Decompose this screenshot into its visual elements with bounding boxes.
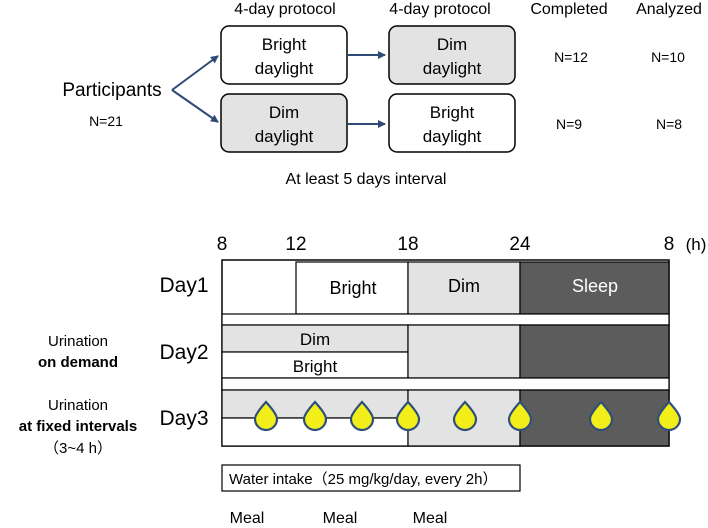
group-b-completed: N=9 [556,116,582,132]
group-a-first-line1: Bright [262,35,307,54]
day2-dim-label: Dim [300,330,330,349]
day2-sleep-block [519,324,670,379]
group-b-second-line1: Bright [430,103,475,122]
day1-label: Day1 [159,274,208,297]
urine-drop-icon [656,400,682,432]
hour-tick-18: 18 [397,234,418,255]
urine-drop-icon [349,400,375,432]
hour-tick-8-next: 8 [664,234,675,255]
branch-arrows [171,51,386,128]
hour-unit: (h) [686,235,707,254]
participants-label: Participants [62,80,161,101]
group-a-second-condition-box [388,25,516,85]
day1-dim-block [407,261,521,315]
protocol-2-header: 4-day protocol [389,1,490,18]
day1-day2-gap [221,313,670,326]
hour-tick-24: 24 [509,234,531,255]
water-intake-label: Water intake（25 mg/kg/day, every 2h） [229,471,497,488]
day2-evening-dim-block [407,324,521,379]
group-a-first-line2: daylight [255,59,314,78]
water-intake-box [221,464,521,492]
hour-tick-8: 8 [217,234,228,255]
day1-bright-label: Bright [329,278,376,298]
group-a-second-line2: daylight [423,59,482,78]
urine-drop-icon [253,400,279,432]
urine-drop-icon [588,400,614,432]
day3-note-line2: at fixed intervals [19,418,137,435]
meal-label-2: Meal [323,510,358,527]
urine-drop-icon [395,400,421,432]
interval-note: At least 5 days interval [286,171,447,188]
day2-note-line1: Urination [48,333,108,350]
group-a-first-condition-box [220,25,348,85]
group-a-analyzed: N=10 [651,49,685,65]
group-b-first-line2: daylight [255,127,314,146]
meal-label-3: Meal [413,510,448,527]
group-a-second-line1: Dim [437,35,467,54]
urination-drops [253,400,682,432]
meal-label-1: Meal [230,510,265,527]
group-b-first-condition-box [220,93,348,153]
day3-note-line3: （3~4 h） [44,440,112,457]
hour-tick-12: 12 [285,234,306,255]
branch-arrow-lower [171,89,219,123]
day2-label: Day2 [159,341,208,364]
daily-timeline: 8 12 18 24 8 (h) Day1 Bright Dim Sleep U… [19,234,707,527]
urine-drop-icon [507,400,533,432]
analyzed-header: Analyzed [636,1,702,18]
group-b-second-condition-box [388,93,516,153]
protocol-1-header: 4-day protocol [234,1,335,18]
study-design: 4-day protocol 4-day protocol Completed … [62,1,702,188]
branch-arrow-upper [171,55,219,91]
day3-note-line1: Urination [48,397,108,414]
day2-day3-gap [221,377,670,391]
day2-note-line2: on demand [38,354,118,371]
day1-dim-label: Dim [448,276,480,296]
group-b-second-line2: daylight [423,127,482,146]
urine-drop-icon [302,400,328,432]
participants-count: N=21 [89,113,123,129]
day2-dim-block [221,324,409,353]
group-b-first-line1: Dim [269,103,299,122]
completed-header: Completed [530,1,607,18]
day2-bright-label: Bright [293,357,338,376]
group-b-analyzed: N=8 [656,116,682,132]
day1-sleep-label: Sleep [572,276,618,296]
urine-drop-icon [452,400,478,432]
group-a-completed: N=12 [554,49,588,65]
day3-label: Day3 [159,407,208,430]
